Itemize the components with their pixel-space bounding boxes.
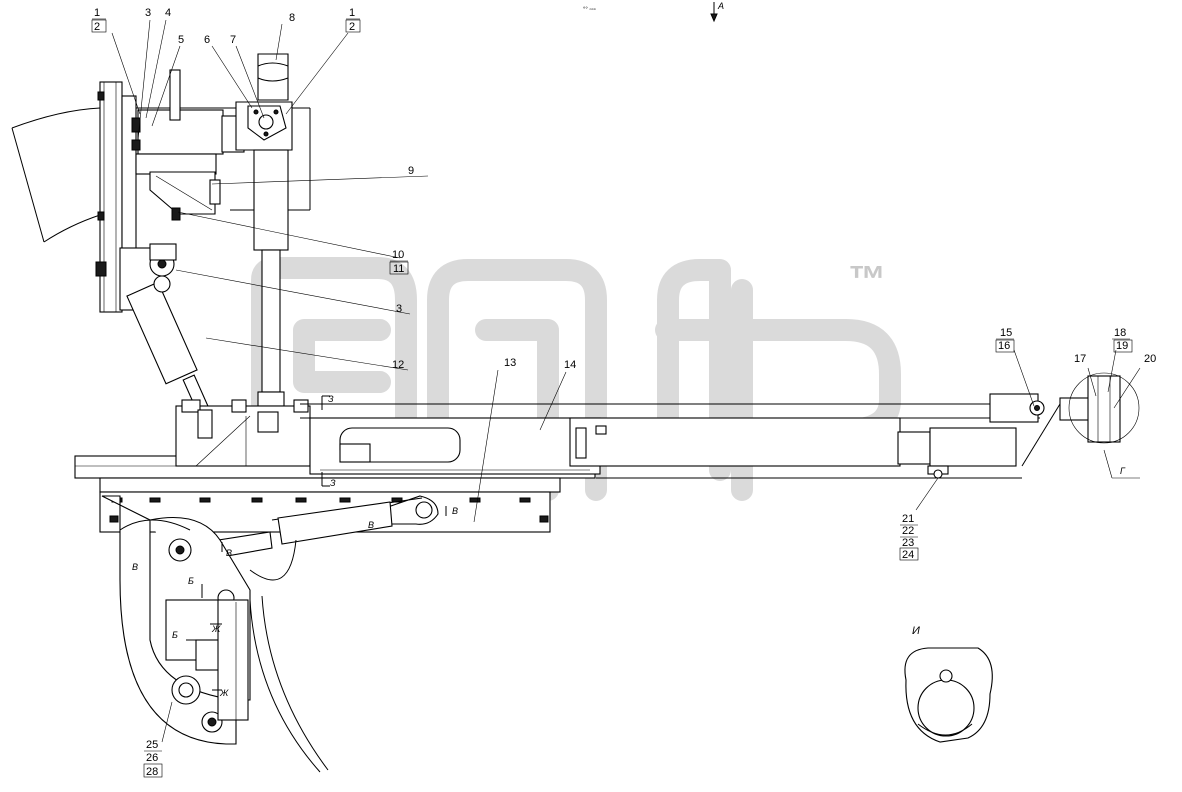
section-markers: З З В В В В Б Б Ж Ж Г И xyxy=(132,394,1126,698)
callout-25: 25 xyxy=(146,739,158,751)
callout-19: 19 xyxy=(1116,340,1128,352)
upper-mount-assembly xyxy=(11,69,311,313)
callout-8: 8 xyxy=(289,12,295,24)
svg-text:В: В xyxy=(452,506,458,516)
callout-21: 21 xyxy=(902,513,914,525)
callout-16: 16 xyxy=(998,340,1010,352)
callout-20: 20 xyxy=(1144,353,1156,365)
svg-text:Б: Б xyxy=(172,630,178,640)
watermark-logo: ™ xyxy=(251,257,901,501)
callout-3b: 3 xyxy=(396,303,402,315)
callout-7: 7 xyxy=(230,34,236,46)
svg-text:Ж: Ж xyxy=(211,624,221,634)
callout-1-bottom: 2 xyxy=(94,21,100,33)
view-i-inset xyxy=(904,647,993,743)
view-i-label: И xyxy=(912,625,920,637)
callout-4: 4 xyxy=(165,7,171,19)
grip-assembly xyxy=(101,495,329,773)
svg-text:Б: Б xyxy=(188,576,194,586)
svg-text:А: А xyxy=(717,1,724,11)
callouts: 1 2 3 4 5 6 7 8 1 2 9 10 11 3 12 13 14 1… xyxy=(91,7,1156,778)
mount-block-and-post xyxy=(221,53,293,407)
tiny-label: °° ▫▫▫ xyxy=(583,7,596,13)
main-boom xyxy=(74,372,1140,565)
callout-1b-top: 1 xyxy=(349,7,355,19)
view-arrow-a: А xyxy=(710,1,724,23)
callout-24: 24 xyxy=(902,549,914,561)
rail-pattern xyxy=(109,497,549,523)
svg-text:Г: Г xyxy=(1120,466,1126,476)
callout-17: 17 xyxy=(1074,353,1086,365)
callout-14: 14 xyxy=(564,359,576,371)
svg-text:В: В xyxy=(132,562,138,572)
callout-9: 9 xyxy=(408,165,414,177)
callout-3: 3 xyxy=(145,7,151,19)
svg-text:В: В xyxy=(226,548,232,558)
callout-11: 11 xyxy=(393,263,404,275)
callout-18: 18 xyxy=(1114,327,1126,339)
callout-10: 10 xyxy=(392,249,404,261)
callout-1b-bottom: 2 xyxy=(349,21,355,33)
callout-28: 28 xyxy=(146,766,158,778)
callout-26: 26 xyxy=(146,752,158,764)
callout-5: 5 xyxy=(178,34,184,46)
svg-text:З: З xyxy=(328,394,334,404)
svg-text:Ж: Ж xyxy=(219,688,229,698)
callout-12: 12 xyxy=(392,359,404,371)
hydraulic-cylinder-12 xyxy=(126,275,210,414)
callout-13: 13 xyxy=(504,357,516,369)
callout-23: 23 xyxy=(902,537,914,549)
svg-text:З: З xyxy=(330,478,336,488)
trademark-mark: ™ xyxy=(848,259,886,301)
svg-text:В: В xyxy=(368,520,374,530)
callout-6: 6 xyxy=(204,34,210,46)
callout-22: 22 xyxy=(902,525,914,537)
leader-lines xyxy=(111,19,1141,743)
callout-1-top: 1 xyxy=(94,7,100,19)
callout-15: 15 xyxy=(1000,327,1012,339)
